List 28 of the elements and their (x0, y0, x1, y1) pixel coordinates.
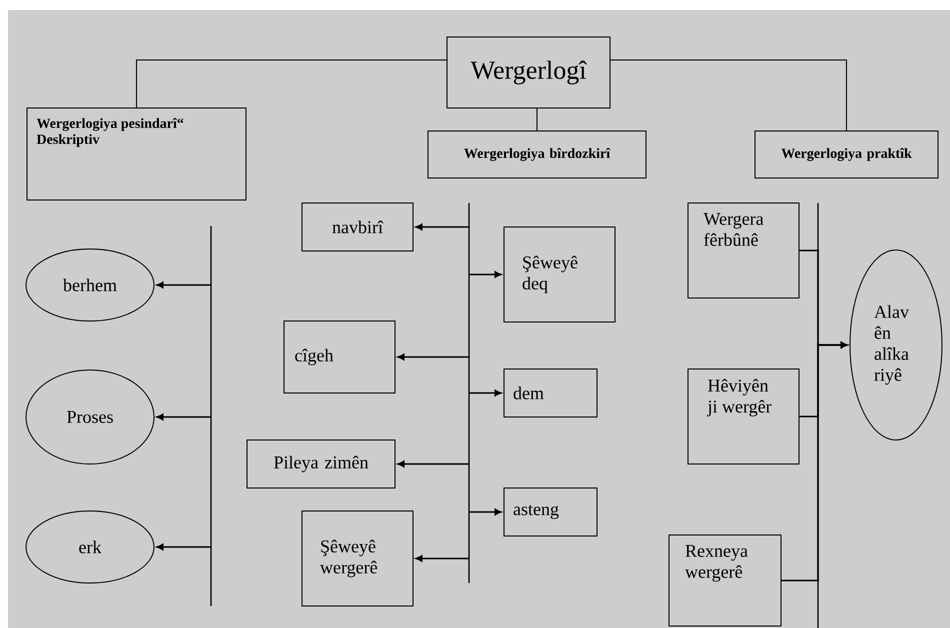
label-box: asteng (504, 488, 598, 536)
label-box: Hêviyên ji wergêr (688, 368, 800, 464)
label-box: Wergerlogiya praktîk (754, 130, 938, 178)
label-box: Şêweyê deq (504, 226, 616, 322)
arrow (782, 342, 848, 582)
label-box: dem (504, 368, 598, 418)
connector-line (136, 60, 447, 108)
arrow (469, 508, 502, 516)
arrow (416, 555, 469, 562)
arrow (398, 354, 469, 360)
label-box: cîgeh (284, 320, 396, 394)
arrow (398, 460, 469, 468)
arrow (469, 271, 502, 278)
connector-line (610, 60, 847, 131)
label-box: Wergerlogiya pesindarî“ Deskriptiv (26, 108, 246, 200)
label-box: Wergerlogî (446, 36, 610, 108)
label-box: Şêweyê wergerê (302, 510, 414, 606)
label-box: Wergera fêrbûnê (688, 202, 800, 298)
label-box: navbirî (302, 202, 414, 252)
label-box: Pileya zimên (246, 440, 396, 488)
connector-line (536, 108, 538, 131)
label-box: Wergerlogiya bîrdozkirî (428, 130, 646, 178)
arrow (156, 544, 211, 550)
arrow (469, 390, 502, 396)
arrow (416, 224, 469, 230)
label-box: Rexneya wergerê (668, 534, 782, 626)
arrow (156, 282, 211, 288)
arrow (156, 414, 211, 420)
